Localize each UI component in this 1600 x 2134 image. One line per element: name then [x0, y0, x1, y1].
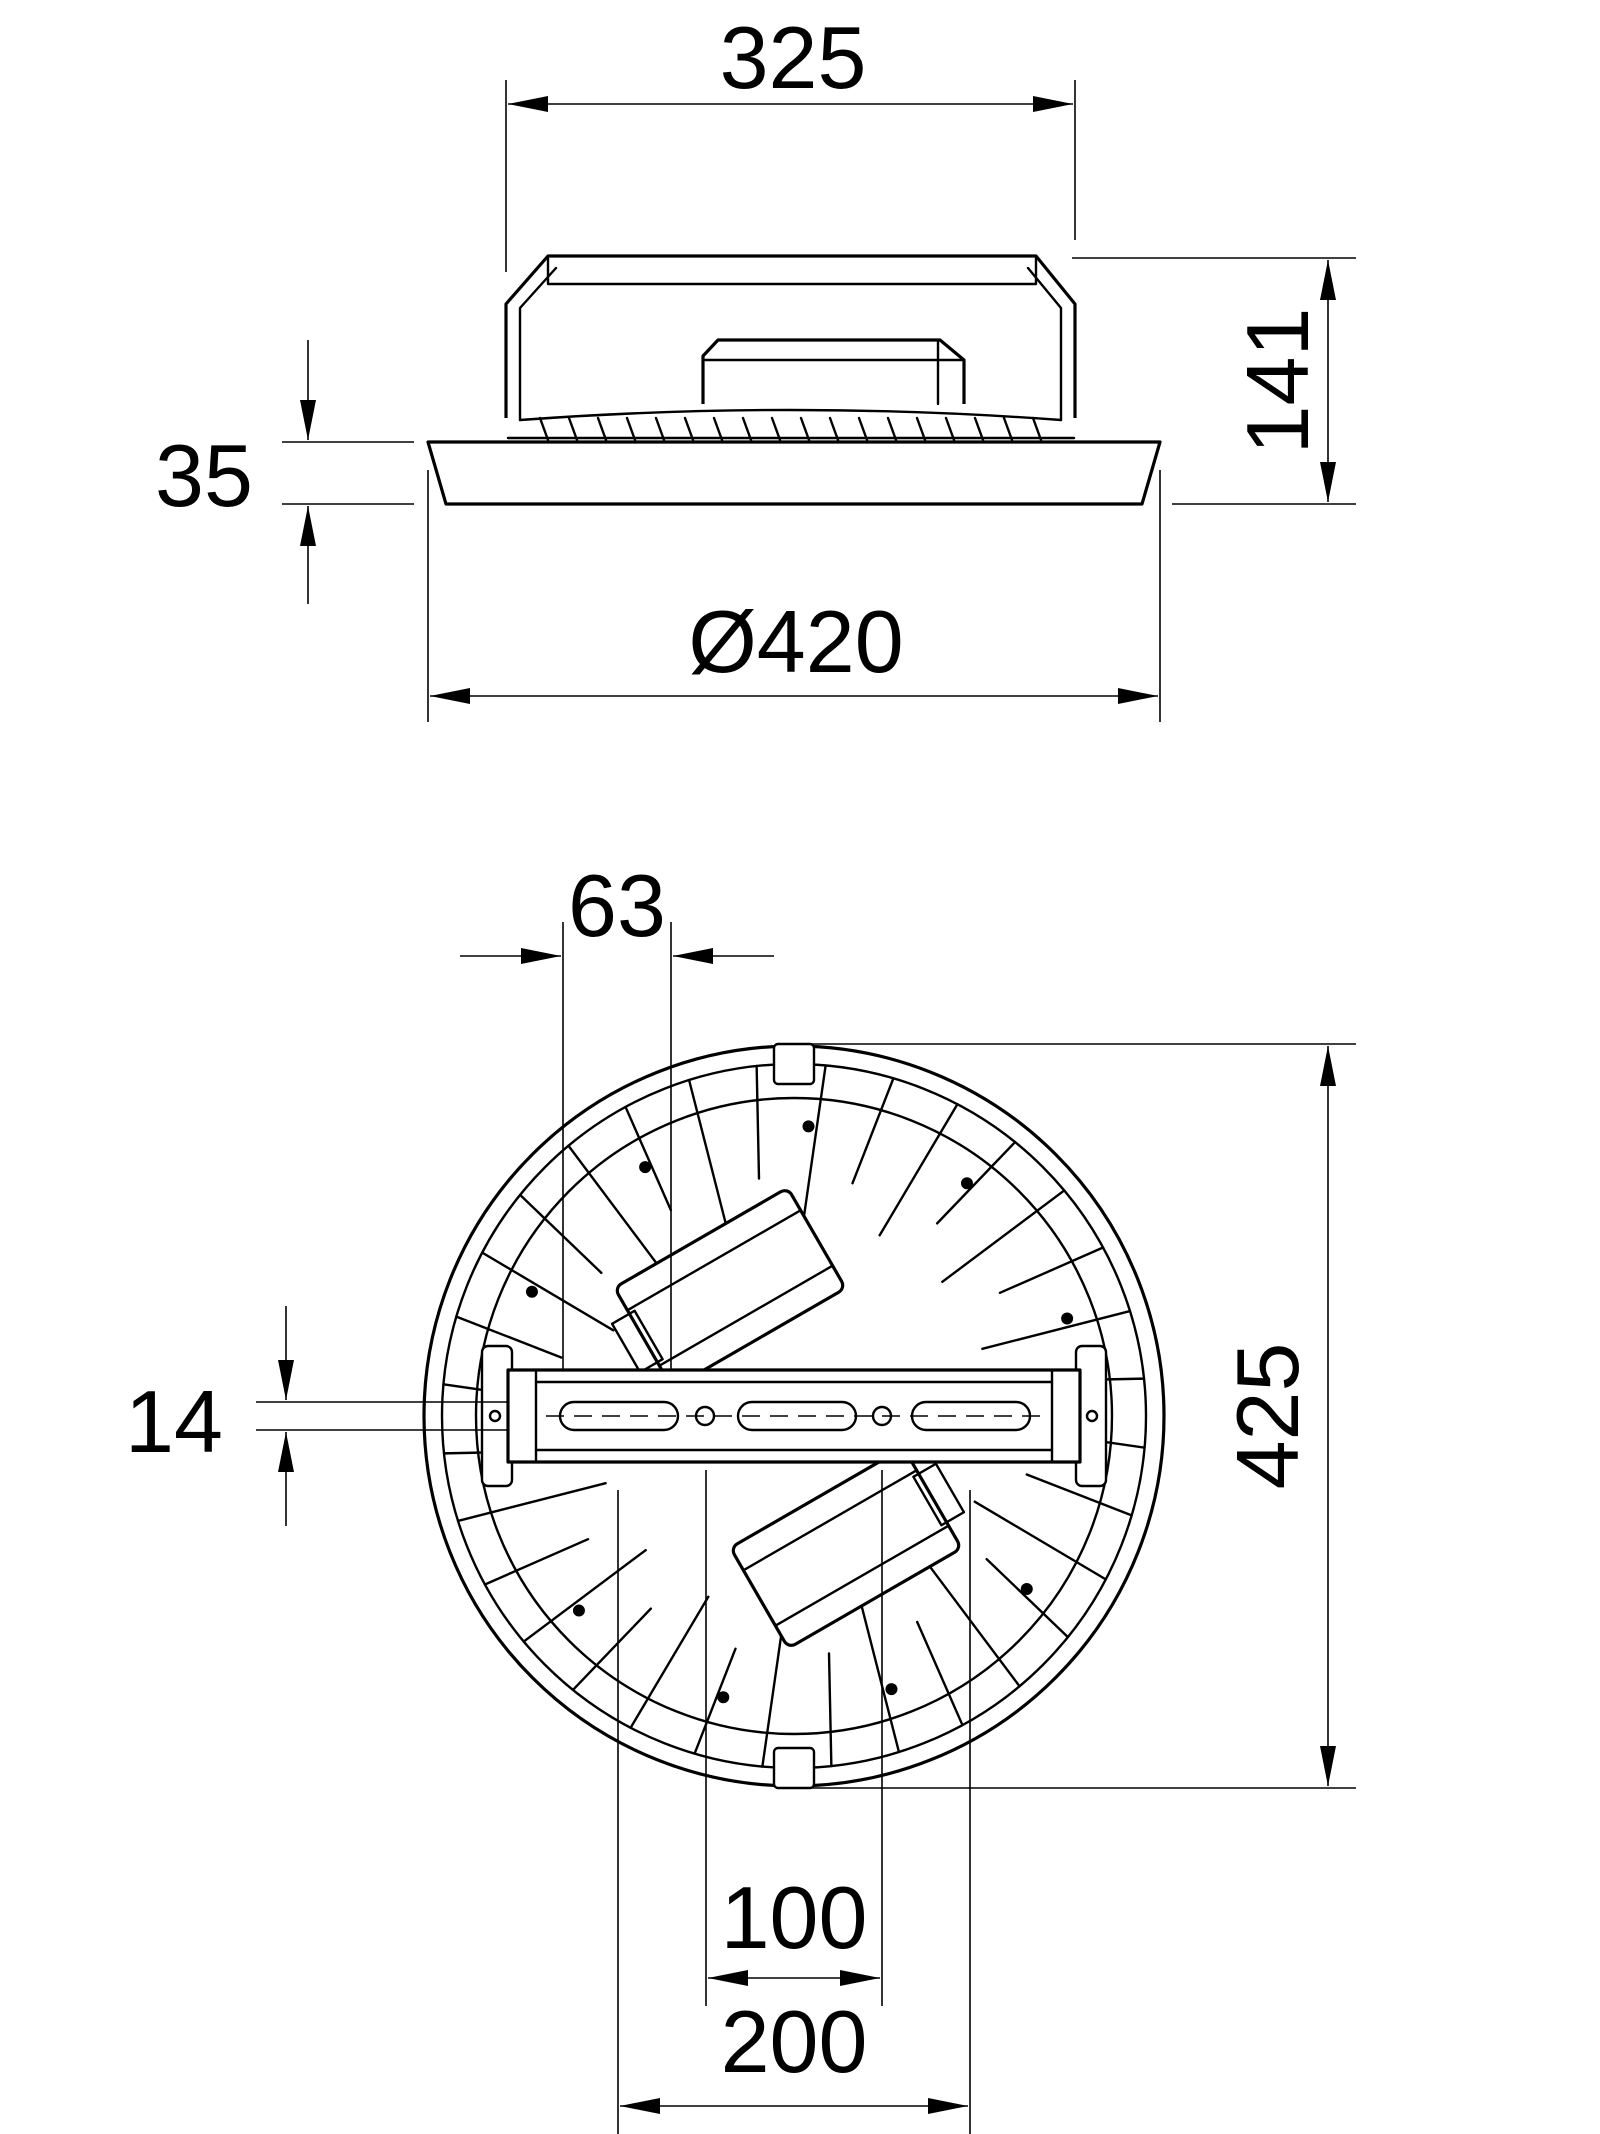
- side-view: 325 141 35 Ø420: [155, 8, 1356, 722]
- driver-lower: [731, 1449, 966, 1647]
- radial-fin: [693, 1647, 737, 1755]
- radial-fin: [926, 1563, 1021, 1688]
- bottom-clip: [772, 1746, 816, 1790]
- radial-fin: [687, 1078, 728, 1229]
- radial-fin: [455, 1315, 563, 1359]
- top-view: 63 14 425 100 200: [125, 856, 1356, 2134]
- fin-tick: [625, 416, 637, 442]
- radial-fin: [935, 1140, 1017, 1225]
- fin-tick: [654, 416, 666, 442]
- fin-tick: [741, 416, 753, 442]
- lens-rim: [426, 440, 1162, 506]
- fin-tick: [770, 416, 782, 442]
- radial-fin: [761, 1614, 786, 1768]
- fin-tick: [538, 416, 550, 442]
- radial-fin: [518, 1193, 603, 1275]
- radial-fin: [827, 1652, 833, 1768]
- fin-tick: [712, 416, 724, 442]
- dim-slot-spacing: 63: [568, 856, 666, 955]
- radial-fin: [998, 1246, 1105, 1295]
- radial-fin: [567, 1144, 662, 1269]
- fixing-hole: [525, 1285, 538, 1298]
- dim-side-height: 141: [1228, 308, 1327, 455]
- driver-box: [701, 338, 966, 404]
- dim-outer-diameter: Ø420: [688, 592, 903, 691]
- fixing-hole: [885, 1683, 898, 1696]
- dim-overall-height: 425: [1218, 1343, 1317, 1490]
- radial-fin: [483, 1537, 590, 1586]
- radial-fin: [973, 1500, 1107, 1581]
- radial-fin: [456, 1482, 607, 1523]
- radial-fin: [629, 1595, 710, 1729]
- fin-tick: [1031, 416, 1043, 442]
- dim-inner-spacing: 100: [721, 1868, 868, 1967]
- radial-fin: [851, 1077, 895, 1185]
- fin-tick: [596, 416, 608, 442]
- fixing-hole: [802, 1120, 815, 1133]
- radial-fin: [802, 1064, 827, 1218]
- fin-tick: [1002, 416, 1014, 442]
- fixing-hole: [1020, 1582, 1033, 1595]
- dim-top-width: 325: [720, 8, 867, 107]
- radial-fin: [571, 1607, 653, 1692]
- fin-tick: [857, 416, 869, 442]
- radial-fin: [878, 1103, 959, 1237]
- fin-tick: [799, 416, 811, 442]
- mounting-bar: [488, 1368, 1099, 1464]
- fin-tick: [944, 416, 956, 442]
- mounting-bracket: [504, 254, 1077, 418]
- fixing-hole: [717, 1691, 730, 1704]
- radial-fin: [1025, 1473, 1133, 1517]
- radial-fin: [941, 1189, 1066, 1284]
- radial-fin: [915, 1620, 964, 1727]
- fin-tick: [683, 416, 695, 442]
- fixing-hole: [572, 1604, 585, 1617]
- top-clip: [772, 1042, 816, 1086]
- radial-fin: [624, 1105, 673, 1212]
- radial-fins: [442, 1064, 1146, 1768]
- radial-fin: [985, 1557, 1070, 1639]
- fin-tick: [973, 416, 985, 442]
- radial-fin: [981, 1309, 1132, 1350]
- driver-upper: [610, 1189, 845, 1387]
- fixing-hole: [960, 1177, 973, 1190]
- radial-fin: [481, 1251, 615, 1332]
- radial-fin: [755, 1064, 761, 1180]
- fixing-hole: [639, 1161, 652, 1174]
- fin-tick: [915, 416, 927, 442]
- radial-fin: [860, 1603, 901, 1754]
- dim-slot-width: 14: [125, 1372, 223, 1471]
- heatsink-fins: [506, 408, 1076, 440]
- radial-fin: [522, 1548, 647, 1643]
- dim-rim-height: 35: [155, 426, 253, 525]
- dim-outer-spacing: 200: [721, 1992, 868, 2091]
- fin-tick: [886, 416, 898, 442]
- fin-tick: [828, 416, 840, 442]
- fixing-hole: [1061, 1312, 1074, 1325]
- fin-tick: [567, 416, 579, 442]
